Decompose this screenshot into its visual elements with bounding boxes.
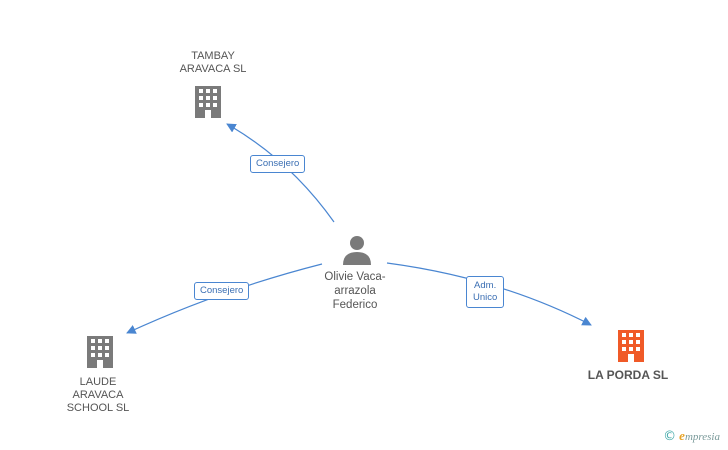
- building-icon[interactable]: [195, 86, 221, 118]
- person-icon[interactable]: [343, 236, 371, 265]
- brand-name: mpresia: [684, 431, 720, 443]
- relation-badge-laude: Consejero: [194, 282, 250, 300]
- copyright-symbol: ©: [663, 429, 677, 444]
- edge-person-to-tambay: [226, 123, 335, 223]
- building-icon[interactable]: [87, 336, 113, 368]
- brand-initial: e: [679, 428, 685, 443]
- relation-badge-laporda: Adm. Unico: [466, 276, 505, 308]
- company-label-laude[interactable]: LAUDE ARAVACA SCHOOL SL: [66, 376, 130, 414]
- building-icon[interactable]: [618, 330, 644, 362]
- brand-watermark: ©empresia: [663, 428, 720, 444]
- company-label-tambay[interactable]: TAMBAY ARAVACA SL: [179, 50, 247, 75]
- person-label[interactable]: Olivie Vaca- arrazola Federico: [324, 271, 386, 311]
- relation-badge-tambay: Consejero: [250, 155, 306, 173]
- company-label-laporda[interactable]: LA PORDA SL: [587, 368, 669, 382]
